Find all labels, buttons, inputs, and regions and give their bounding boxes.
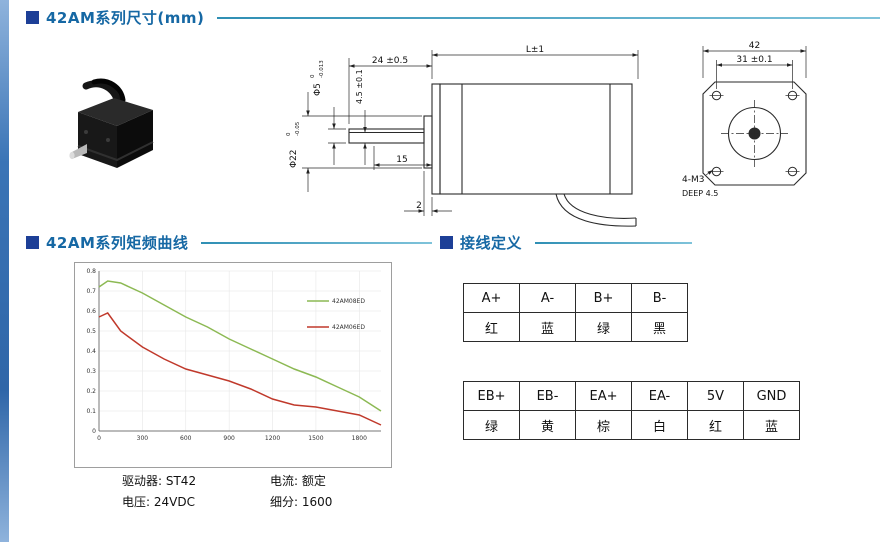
voltage-note: 电压: 24VDC [122, 495, 195, 509]
section-rule [201, 241, 432, 244]
table-row: 绿 黄 棕 白 红 蓝 [463, 410, 800, 440]
center-marks [721, 100, 788, 167]
section-header-torque-curve: 42AM系列矩频曲线 [26, 232, 432, 253]
wiring-header-cell: EA+ [575, 381, 632, 411]
table-row: 红 蓝 绿 黑 [463, 312, 688, 342]
wiring-header-cell: A+ [463, 283, 520, 313]
wiring-color-cell: 绿 [575, 312, 632, 342]
wiring-table-phase: A+ A- B+ B- 红 蓝 绿 黑 [463, 283, 688, 342]
table-row: EB+ EB- EA+ EA- 5V GND [463, 381, 800, 411]
dim-label-31: 31 ±0.1 [736, 55, 772, 65]
svg-text:0.2: 0.2 [86, 388, 96, 395]
wiring-color-cell: 棕 [575, 410, 632, 440]
dim-label-phi5-tol-upper: 0 [310, 74, 316, 78]
dim-label-phi5: Φ5 [313, 83, 323, 96]
side-view-drawing: 24 ±0.5 L±1 Φ5 0 -0.013 4.5 ±0.1 Φ22 0 -… [286, 45, 639, 227]
wiring-color-cell: 红 [463, 312, 520, 342]
driver-note: 驱动器: ST42 [122, 474, 197, 488]
svg-text:0.1: 0.1 [86, 408, 96, 415]
dim-label-phi5-tol-lower: -0.013 [319, 60, 325, 78]
svg-text:42AM06ED: 42AM06ED [332, 324, 365, 331]
dimension-lines [302, 50, 639, 216]
svg-text:1200: 1200 [265, 435, 280, 442]
wiring-color-cell: 绿 [463, 410, 520, 440]
dim-label-15: 15 [396, 155, 407, 165]
section-rule [217, 16, 880, 19]
section-title-wiring: 接线定义 [460, 234, 523, 252]
dim-label-24: 24 ±0.5 [372, 56, 408, 66]
motor-outline [348, 83, 637, 227]
svg-text:0.4: 0.4 [86, 348, 96, 355]
svg-text:1500: 1500 [308, 435, 323, 442]
thread-label: 4-M3 [682, 175, 704, 185]
depth-label: DEEP 4.5 [682, 189, 718, 198]
dim-label-phi22-tol-upper: 0 [286, 132, 292, 136]
front-view-drawing: 42 31 ±0.1 4-M3 DEEP 4.5 [682, 41, 807, 198]
svg-text:300: 300 [137, 435, 149, 442]
front-dimension-labels: 42 31 ±0.1 4-M3 DEEP 4.5 [682, 41, 773, 198]
section-title-torque-curve: 42AM系列矩频曲线 [46, 234, 189, 252]
svg-text:0: 0 [97, 435, 101, 442]
section-bullet-icon [26, 236, 39, 249]
section-bullet-icon [440, 236, 453, 249]
section-title-dimensions: 42AM系列尺寸(mm) [46, 9, 205, 27]
svg-text:0: 0 [92, 428, 96, 435]
wiring-color-cell: 蓝 [743, 410, 800, 440]
wiring-color-cell: 黄 [519, 410, 576, 440]
svg-text:42AM08ED: 42AM08ED [332, 298, 365, 305]
section-header-dimensions: 42AM系列尺寸(mm) [26, 7, 880, 28]
table-row: A+ A- B+ B- [463, 283, 688, 313]
dim-label-phi22-tol-lower: -0.05 [295, 121, 301, 136]
wiring-header-cell: EA- [631, 381, 688, 411]
svg-text:0.5: 0.5 [86, 328, 96, 335]
current-note: 电流: 额定 [270, 474, 326, 488]
wiring-header-cell: A- [519, 283, 576, 313]
torque-curve-chart: 0 0.1 0.2 0.3 0.4 0.5 0.6 0.7 0.8 0 300 600 900 1200 1… [86, 268, 382, 442]
front-dimension-lines [702, 46, 807, 176]
svg-text:1800: 1800 [352, 435, 367, 442]
svg-text:0.7: 0.7 [86, 288, 96, 295]
dim-label-2: 2 [416, 201, 422, 211]
svg-text:0.3: 0.3 [86, 368, 96, 375]
wiring-header-cell: B+ [575, 283, 632, 313]
wiring-header-cell: EB- [519, 381, 576, 411]
section-header-wiring: 接线定义 [440, 232, 692, 253]
svg-text:0.6: 0.6 [86, 308, 96, 315]
wiring-header-cell: GND [743, 381, 800, 411]
wiring-color-cell: 红 [687, 410, 744, 440]
dim-label-phi22: Φ22 [289, 149, 299, 168]
test-conditions: 驱动器: ST42 电流: 额定 电压: 24VDC 细分: 1600 [122, 472, 332, 510]
dim-label-42: 42 [749, 41, 760, 51]
svg-text:900: 900 [223, 435, 235, 442]
wiring-color-cell: 蓝 [519, 312, 576, 342]
wiring-header-cell: 5V [687, 381, 744, 411]
wiring-color-cell: 白 [631, 410, 688, 440]
subdivision-note: 细分: 1600 [270, 495, 333, 509]
svg-text:0.8: 0.8 [86, 268, 96, 275]
page-edge-bar [0, 0, 9, 542]
svg-text:600: 600 [180, 435, 192, 442]
wiring-table-encoder: EB+ EB- EA+ EA- 5V GND 绿 黄 棕 白 红 蓝 [463, 381, 800, 440]
motor-photo [69, 78, 154, 168]
dimension-labels: 24 ±0.5 L±1 Φ5 0 -0.013 4.5 ±0.1 Φ22 0 -… [286, 45, 544, 211]
dim-label-shaft-length: L±1 [526, 45, 544, 55]
torque-curve-chart-frame: 0 0.1 0.2 0.3 0.4 0.5 0.6 0.7 0.8 0 300 600 900 1200 1… [74, 262, 392, 468]
wiring-color-cell: 黑 [631, 312, 688, 342]
wiring-header-cell: B- [631, 283, 688, 313]
wiring-header-cell: EB+ [463, 381, 520, 411]
dim-label-45: 4.5 ±0.1 [355, 69, 364, 104]
section-rule [535, 241, 692, 244]
section-bullet-icon [26, 11, 39, 24]
